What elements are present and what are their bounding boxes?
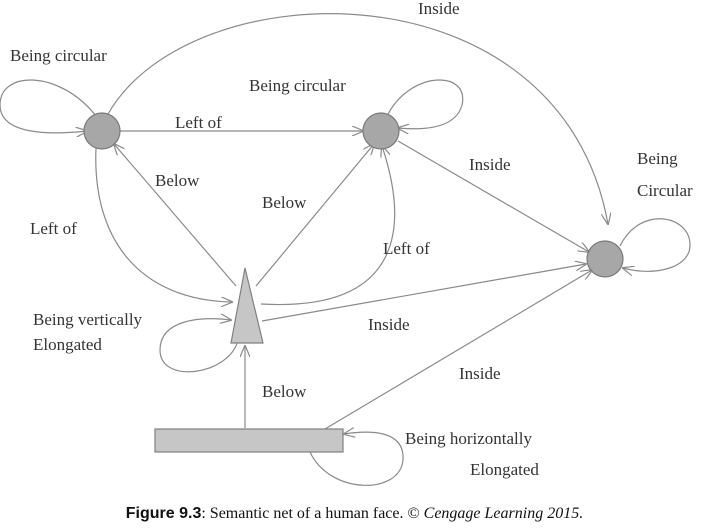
caption-source: Cengage Learning 2015.: [423, 505, 584, 522]
label-inside-nose: Inside: [368, 315, 410, 334]
edge-mouth-self-loop: [619, 218, 691, 272]
edge-left-of-right: [260, 146, 396, 306]
label-bar-loop-1: Being horizontally: [405, 429, 533, 448]
edge-inside-right-eye: [397, 140, 589, 252]
edge-inside-nose: [261, 264, 586, 322]
label-nose-loop-2: Elongated: [33, 335, 102, 354]
label-left-of-side: Left of: [30, 219, 77, 238]
label-bar-loop-2: Elongated: [470, 460, 539, 479]
left-eye-node: [83, 112, 121, 150]
label-inside-bar: Inside: [459, 364, 501, 383]
edge-bar-self-loop: [309, 432, 404, 486]
label-inside-top: Inside: [418, 0, 460, 18]
label-right-eye-loop: Being circular: [249, 76, 346, 95]
bar-node: [154, 428, 344, 453]
right-eye-node: [362, 112, 400, 150]
label-mouth-loop-2: Circular: [637, 181, 693, 200]
caption-text: : Semantic net of a human face. ©: [201, 505, 424, 522]
nose-node: [230, 267, 264, 344]
edge-inside-bar: [324, 270, 592, 430]
label-left-of-right: Left of: [383, 239, 430, 258]
label-below-left: Below: [155, 171, 200, 190]
label-left-eye-loop: Being circular: [10, 46, 107, 65]
caption-figure-number: Figure 9.3: [125, 505, 202, 522]
edge-left-of-side: [95, 147, 232, 302]
label-nose-loop-1: Being vertically: [33, 310, 143, 329]
edge-below-mid: [255, 144, 374, 287]
label-below-mid: Below: [262, 193, 307, 212]
edge-nose-self-loop: [159, 319, 239, 373]
label-mouth-loop-1: Being: [637, 149, 678, 168]
edge-inside-top: [107, 13, 608, 224]
semantic-net-diagram: Inside Being circular Being circular Lef…: [0, 0, 693, 486]
label-inside-right-eye: Inside: [469, 155, 511, 174]
edge-below-left: [114, 144, 237, 287]
figure-caption: Figure 9.3: Semantic net of a human face…: [0, 505, 709, 523]
edge-right-eye-self-loop: [386, 79, 464, 129]
mouth-node: [586, 240, 624, 278]
label-below-bottom: Below: [262, 382, 307, 401]
edge-left-eye-self-loop: [0, 79, 97, 133]
label-left-of-top: Left of: [175, 113, 222, 132]
